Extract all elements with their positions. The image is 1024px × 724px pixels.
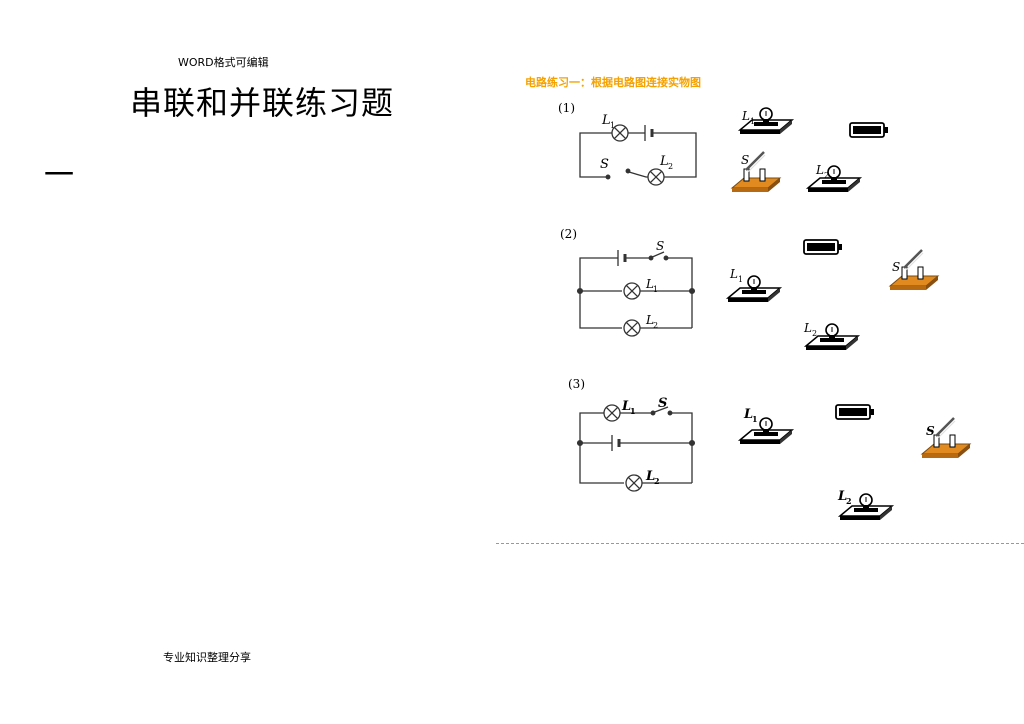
label-l1: L [601, 113, 611, 128]
label-l2-sub: 2 [653, 321, 658, 330]
label-s: S [926, 424, 935, 438]
label-s: S [600, 157, 609, 172]
exercise-title: 电路练习一：根据电路图连接实物图 [525, 76, 701, 89]
circuit-diagram-1 [579, 125, 697, 180]
label-l1: L [621, 399, 631, 414]
label-s: S [658, 396, 667, 411]
label-l1-sub: 1 [653, 285, 658, 294]
label-l1: L [741, 109, 750, 123]
label-l2: L [645, 469, 655, 484]
label-l1-sub: 1 [738, 275, 743, 284]
label-l1-sub: 1 [750, 117, 755, 126]
label-l2: L [645, 313, 654, 327]
label-l2-sub: 2 [846, 496, 852, 506]
label-s: S [892, 260, 900, 274]
label-s: S [656, 239, 664, 253]
label-l2-sub: 2 [668, 162, 673, 171]
label-l1: L [743, 407, 753, 422]
label-l1-sub: 1 [610, 121, 615, 130]
circuit-diagram-2 [576, 250, 696, 329]
label-l1-sub: 1 [630, 406, 636, 416]
section-marker: 一 [44, 158, 74, 193]
battery-icon [849, 122, 889, 138]
page-title: 串联和并联练习题 [130, 84, 395, 122]
label-s: S [741, 153, 749, 167]
label-l2: L [803, 321, 812, 335]
circuit-exercises: (1) L 1 L 2 S L 1 S L 2 (2) L [558, 101, 972, 521]
label-l2-sub: 2 [654, 476, 660, 486]
problem-3-number: (3) [568, 377, 585, 391]
label-l1: L [729, 267, 738, 281]
label-l2: L [815, 163, 824, 177]
lamp-symbol-icon [603, 404, 621, 422]
battery-icon [835, 404, 875, 420]
label-l1-sub: 1 [752, 414, 758, 424]
problem-1-number: (1) [558, 101, 575, 115]
switch-board-icon [730, 150, 782, 194]
header-note: WORD格式可编辑 [178, 56, 269, 69]
lamp-symbol-icon [647, 168, 665, 186]
lamp-symbol-icon [623, 282, 641, 300]
battery-icon [803, 239, 843, 255]
problem-2-number: (2) [560, 227, 577, 241]
dashed-divider [496, 543, 1024, 544]
lamp-symbol-icon [625, 474, 643, 492]
label-l2-sub: 2 [812, 329, 817, 338]
label-l2: L [837, 489, 847, 504]
lamp-symbol-icon [623, 319, 641, 337]
footer-note: 专业知识整理分享 [163, 651, 251, 664]
label-l1: L [645, 277, 654, 291]
label-l2: L [659, 154, 669, 169]
circuit-diagram-3 [576, 406, 696, 484]
label-l2-sub: 2 [824, 171, 829, 180]
